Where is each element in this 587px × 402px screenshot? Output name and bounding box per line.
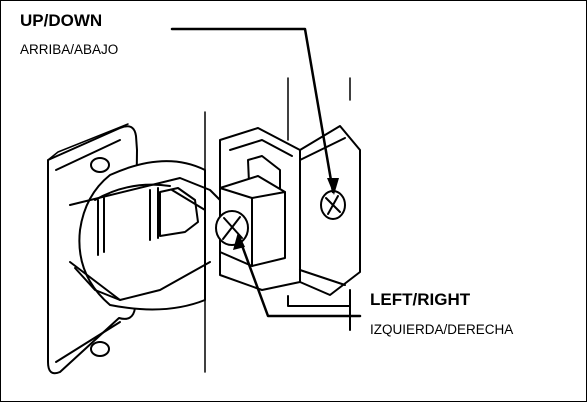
up-down-screw-icon	[320, 190, 346, 220]
left-right-arrow-icon	[233, 232, 362, 318]
left-right-screw-icon	[215, 210, 249, 246]
up-down-arrow-icon	[170, 27, 339, 195]
left-right-sublabel: IZQUIERDA/DERECHA	[370, 322, 514, 337]
up-down-sublabel: ARRIBA/ABAJO	[20, 42, 119, 57]
left-right-label: LEFT/RIGHT	[370, 290, 471, 309]
up-down-label: UP/DOWN	[20, 11, 103, 30]
hinge-arms	[69, 177, 221, 301]
